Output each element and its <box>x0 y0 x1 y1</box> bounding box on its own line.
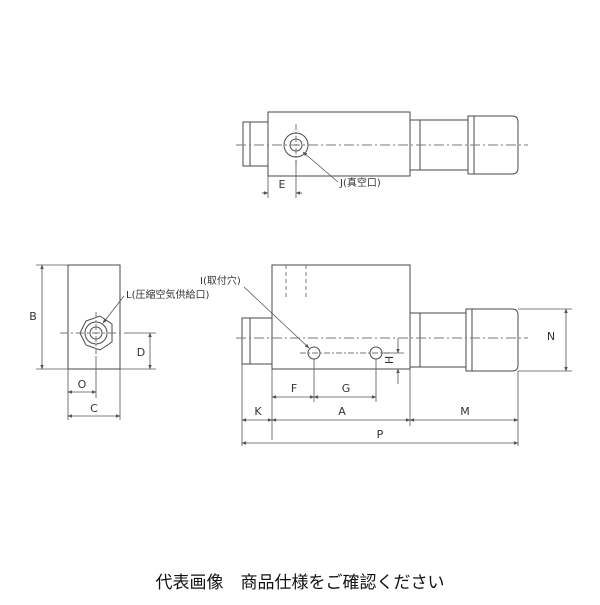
label-C: C <box>90 402 98 415</box>
label-F: F <box>291 382 297 395</box>
dim-K-A-M <box>241 364 519 446</box>
label-O: O <box>78 378 87 391</box>
label-B: B <box>29 310 37 323</box>
label-K: K <box>254 405 262 418</box>
label-D: D <box>137 346 145 359</box>
label-P: P <box>377 428 384 441</box>
label-H: H <box>383 356 396 364</box>
top-fitting <box>242 121 269 167</box>
dim-D <box>120 332 156 370</box>
dim-B <box>36 264 68 370</box>
front-silencer <box>465 308 519 372</box>
dim-O <box>67 356 121 420</box>
front-fitting <box>241 317 273 365</box>
dim-E <box>262 160 302 198</box>
front-view <box>236 264 528 372</box>
end-body <box>67 264 121 370</box>
leader-J <box>302 151 339 183</box>
label-G: G <box>342 382 351 395</box>
top-silencer <box>467 115 519 175</box>
dim-N <box>518 308 572 372</box>
label-J: J(真空口) <box>339 176 381 189</box>
label-M: M <box>460 405 470 418</box>
hex-nut <box>79 315 113 351</box>
label-L: L(圧縮空気供給口) <box>126 288 209 301</box>
label-E: E <box>279 178 286 191</box>
label-A: A <box>338 405 346 418</box>
label-I: I(取付穴) <box>200 274 241 287</box>
leader-L <box>102 295 125 324</box>
dim-F-G <box>271 359 377 440</box>
front-tube <box>409 312 467 368</box>
label-N: N <box>547 330 555 343</box>
caption: 代表画像 商品仕様をご確認ください <box>155 573 445 593</box>
top-main-body <box>267 111 411 177</box>
leader-I <box>243 286 310 349</box>
top-view <box>236 111 528 177</box>
end-view <box>60 264 132 370</box>
dim-H <box>382 338 404 384</box>
